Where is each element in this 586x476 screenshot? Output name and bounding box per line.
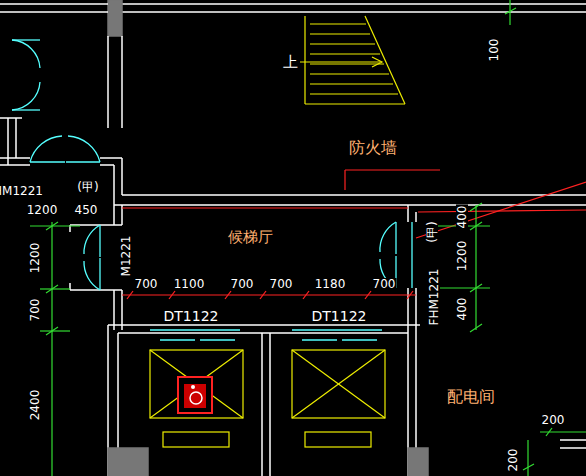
dimension: 400 (456, 205, 468, 230)
dimension: 700 (372, 278, 397, 290)
dimension: 700 (230, 278, 255, 290)
dimension: 1100 (173, 278, 206, 290)
door-tag: M1221 (120, 235, 132, 278)
stair-mark: 上 (282, 55, 299, 70)
elevator-tag: DT1122 (163, 309, 220, 323)
door-tag: FHM1221 (428, 268, 440, 327)
dimension: 200 (507, 448, 519, 473)
door-tag: HM1221 (0, 185, 44, 197)
dimension: 700 (269, 278, 294, 290)
room-name: 配电间 (446, 389, 496, 405)
dimension: 200 (541, 414, 566, 426)
dimension: 1200 (456, 240, 468, 273)
dimension: 2400 (29, 389, 41, 422)
dimension: 1200 (29, 242, 41, 275)
room-name: 候梯厅 (227, 230, 274, 245)
dimension: 1200 (26, 204, 59, 216)
rating-tag: (甲) (426, 220, 438, 243)
dimension: 400 (456, 297, 468, 322)
dimension: 1180 (314, 278, 347, 290)
dimension: 100 (488, 38, 500, 63)
elevator-tag: DT1122 (311, 309, 368, 323)
wheelchair-symbol (178, 377, 212, 413)
dimension: 450 (74, 204, 99, 216)
dimension: 700 (134, 278, 159, 290)
wall-label: 防火墙 (348, 140, 398, 156)
rating-tag: (甲) (76, 181, 99, 193)
dimension: 700 (29, 298, 41, 323)
